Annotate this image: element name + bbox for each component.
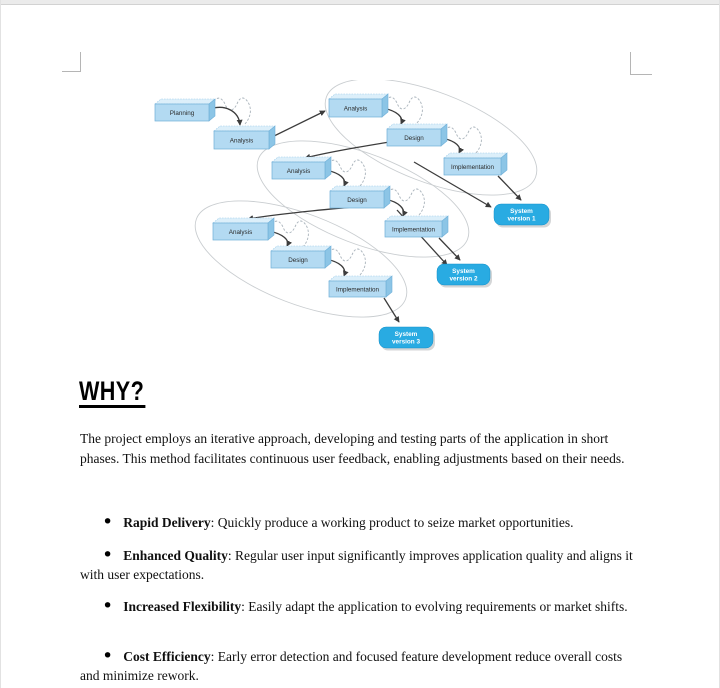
squiggle-connector: [385, 188, 425, 216]
bullet-item: • Increased Flexibility: Easily adapt the…: [80, 597, 633, 616]
intro-paragraph: The project employs an iterative approac…: [80, 431, 625, 466]
margin-crop-mark-top-right: [630, 52, 652, 75]
flow-arrow: [497, 175, 522, 201]
bullet-icon: •: [102, 511, 114, 533]
diagram-box-analysis1: Analysis: [328, 93, 389, 118]
iteration-1-ellipse: [324, 80, 538, 196]
svg-text:Implementation: Implementation: [336, 286, 380, 293]
squiggle-connector: [326, 248, 366, 276]
flow-arrow: [413, 161, 492, 208]
diagram-box-impl3: Implementation: [328, 275, 393, 298]
diagram-box-analysis3: Analysis: [212, 217, 275, 241]
svg-text:Design: Design: [404, 135, 424, 142]
bullet-text: : Quickly produce a working product to s…: [210, 515, 574, 530]
diagram-box-analysis2: Analysis: [271, 156, 332, 180]
iteration-2-ellipse: [256, 140, 470, 258]
svg-text:Planning: Planning: [170, 110, 195, 117]
page-title: WHY?: [79, 376, 146, 408]
svg-text:Analysis: Analysis: [344, 105, 367, 112]
bullet-icon: •: [102, 544, 114, 566]
margin-crop-mark-top-left: [62, 52, 81, 72]
diagram-box-design3: Design: [270, 245, 332, 269]
squiggle-connector: [383, 96, 423, 124]
squiggle-connector: [326, 159, 366, 187]
bullet-item: • Rapid Delivery: Quickly produce a worki…: [80, 513, 633, 532]
squiggle-connector: [269, 220, 309, 248]
bullet-icon: •: [102, 595, 114, 617]
bullet-text: : Early error detection and focused feat…: [80, 649, 623, 683]
squiggle-connector: [442, 126, 482, 154]
svg-text:Analysis: Analysis: [287, 168, 310, 175]
svg-text:Implementation: Implementation: [392, 226, 436, 233]
bullet-text: : Regular user input significantly impro…: [80, 548, 633, 582]
bullet-icon: •: [102, 645, 114, 667]
document-background-strip: [1, 0, 719, 5]
svg-text:Design: Design: [347, 197, 367, 204]
bullet-item: • Enhanced Quality: Regular user input si…: [80, 546, 633, 584]
svg-text:Design: Design: [288, 257, 308, 264]
bullet-term: Rapid Delivery: [123, 515, 211, 530]
flow-arrow: [269, 110, 326, 139]
diagram-box-planning: Planning: [154, 98, 216, 122]
squiggle-connector: [211, 97, 251, 125]
svg-text:Analysis: Analysis: [230, 137, 253, 144]
bullet-item: • Cost Efficiency: Early error detection …: [80, 647, 633, 685]
flow-arrow: [438, 237, 461, 261]
diagram-box-analysis0: Analysis: [213, 125, 276, 150]
diagram-box-impl1: Implementation: [443, 152, 508, 176]
bullet-term: Increased Flexibility: [123, 599, 242, 614]
svg-text:Analysis: Analysis: [229, 229, 252, 236]
bullet-term: Cost Efficiency: [123, 649, 211, 664]
iterative-development-diagram-svg: PlanningAnalysisAnalysisDesignImplementa…: [154, 80, 551, 351]
diagram-box-design2: Design: [329, 185, 391, 209]
bullet-term: Enhanced Quality: [123, 548, 228, 563]
svg-text:Implementation: Implementation: [451, 164, 495, 171]
flow-arrow: [383, 297, 400, 323]
diagram-box-impl2: Implementation: [384, 215, 449, 238]
bullet-text: : Easily adapt the application to evolvi…: [241, 599, 628, 614]
iteration-3-ellipse: [194, 200, 408, 318]
diagram-box-design1: Design: [386, 123, 448, 147]
